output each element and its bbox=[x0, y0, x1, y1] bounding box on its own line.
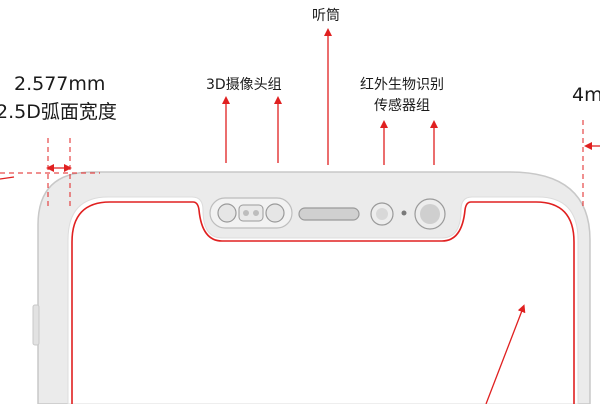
screen-area bbox=[67, 196, 579, 405]
camera-3d-left-lens bbox=[217, 203, 237, 223]
bezel-width-value: 2.577mm bbox=[14, 73, 106, 95]
earpiece-label: 听筒 bbox=[312, 8, 340, 24]
ir-sensor-large-inner bbox=[420, 204, 440, 224]
bezel-width-description: 2.5D弧面宽度 bbox=[0, 101, 117, 123]
camera-3d-dot-b bbox=[253, 210, 259, 216]
screen-diagonal-arrow bbox=[485, 304, 526, 405]
ir-indicator-dot bbox=[401, 210, 407, 216]
earpiece-grille bbox=[298, 207, 360, 221]
right-measure-label: 4m bbox=[572, 84, 600, 106]
biometric-label-line2: 传感器组 bbox=[374, 98, 430, 114]
camera-3d-right-lens bbox=[265, 203, 285, 223]
camera-3d-dot-a bbox=[243, 210, 249, 216]
left-offscreen-arrow bbox=[0, 176, 15, 180]
sensor-module bbox=[209, 197, 446, 230]
camera-3d-label: 3D摄像头组 bbox=[206, 77, 282, 93]
screen-border bbox=[71, 201, 575, 404]
biometric-label-line1: 红外生物识别 bbox=[360, 77, 444, 93]
ir-sensor-small-inner bbox=[376, 208, 388, 220]
camera-3d-bridge bbox=[238, 204, 264, 222]
side-button bbox=[32, 304, 40, 346]
